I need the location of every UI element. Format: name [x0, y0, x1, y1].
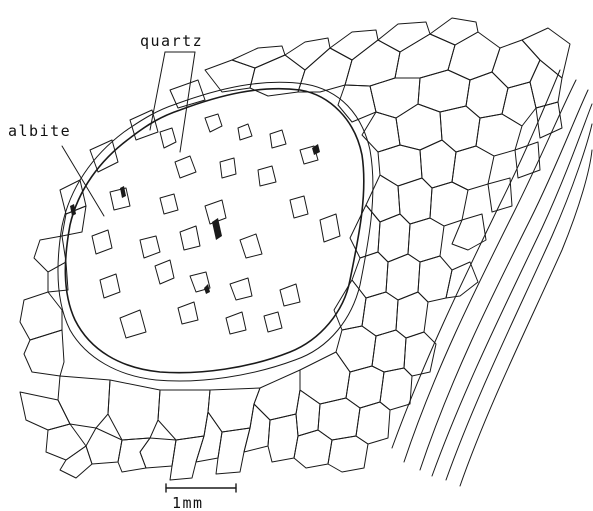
quartz-label: quartz — [140, 32, 203, 50]
albite-label: albite — [8, 122, 71, 140]
opaque-grains — [70, 144, 320, 294]
matrix-grains — [20, 18, 570, 480]
scale-bar — [166, 484, 236, 492]
shear-band — [392, 70, 592, 486]
scale-label: 1mm — [172, 494, 204, 511]
rim-band-right — [295, 150, 373, 360]
rim-band-top — [176, 82, 370, 150]
rim-band-left — [58, 104, 176, 330]
